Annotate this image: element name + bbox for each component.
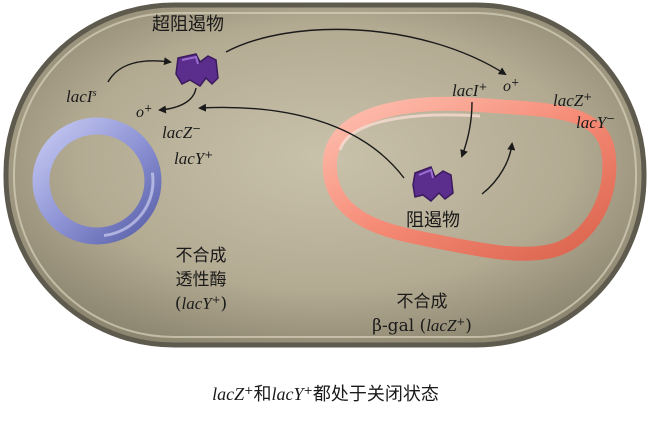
arrow-super-repressor-to-o-left <box>158 87 197 114</box>
bgal-note: 不合成 β-gal (lacZ+) <box>352 290 492 338</box>
caption-gene2-sup: + <box>303 383 313 397</box>
permease-open-paren: ( <box>174 294 182 314</box>
operator-right-sup: + <box>511 77 520 89</box>
permease-note-line2: 透性酶 <box>175 270 227 290</box>
lacZ-minus-sup: − <box>192 123 202 136</box>
operator-left-label: o+ <box>136 104 152 121</box>
permease-note: 不合成 透性酶 (lacY+) <box>146 244 256 316</box>
figure-caption: lacZ+和lacY+都处于关闭状态 <box>0 385 651 404</box>
caption-gene1: lacZ <box>212 384 245 404</box>
permease-gene-sup: + <box>211 294 221 307</box>
arrow-repressor-to-o-left <box>198 103 405 179</box>
super-repressor-label: 超阻遏物 <box>152 14 224 35</box>
lacI-plus-sup: + <box>478 81 488 94</box>
operator-left-sup: + <box>144 103 153 115</box>
lacY-minus-gene: lacY <box>576 113 607 132</box>
bgal-gene: lacZ <box>426 316 457 335</box>
lacY-plus-gene: lacY <box>174 149 205 168</box>
lacIs-label: lacIs <box>66 88 97 106</box>
bgal-note-line2: β-gal (lacZ+) <box>352 314 492 338</box>
repressor-label: 阻遏物 <box>406 210 460 231</box>
bgal-close-paren: ) <box>465 316 472 336</box>
bgal-gene-sup: + <box>456 316 466 329</box>
lacZ-minus-gene: lacZ <box>162 123 193 142</box>
lacZ-plus-sup: + <box>583 91 593 104</box>
lacY-minus-sup: − <box>606 113 616 126</box>
lacIs-gene: lacI <box>66 87 93 106</box>
caption-rest: 都处于关闭状态 <box>312 384 439 405</box>
lacY-plus-label: lacY+ <box>174 150 213 168</box>
lacZ-plus-label: lacZ+ <box>553 92 592 110</box>
arrow-repressor-to-o-right <box>481 142 516 195</box>
lacIs-sup: s <box>92 88 97 100</box>
lacI-plus-label: lacI+ <box>452 82 487 100</box>
arrow-lacIs-to-super-repressor <box>107 57 172 83</box>
repressor-shape <box>412 166 454 202</box>
bgal-prefix: β-gal ( <box>372 316 427 336</box>
bgal-note-line1: 不合成 <box>396 292 448 312</box>
lacZ-minus-label: lacZ− <box>162 124 201 142</box>
permease-note-line1: 不合成 <box>175 246 227 266</box>
operator-left: o <box>136 104 144 121</box>
super-repressor-shape <box>175 53 219 87</box>
permease-gene: lacY <box>181 294 212 313</box>
chromosome-loop-shine <box>338 113 481 151</box>
chromosome-loop <box>322 96 617 261</box>
caption-gene2: lacY <box>271 384 304 404</box>
permease-note-line3: (lacY+) <box>146 292 256 316</box>
lacY-minus-label: lacY− <box>576 114 615 132</box>
permease-close-paren: ) <box>220 294 228 314</box>
operator-right-label: o+ <box>503 78 519 95</box>
plasmid-ring-shine <box>39 124 155 238</box>
lacZ-plus-gene: lacZ <box>553 91 584 110</box>
caption-conj: 和 <box>253 384 272 405</box>
caption-gene1-sup: + <box>244 383 254 397</box>
lacI-plus-gene: lacI <box>452 81 479 100</box>
operator-right: o <box>503 78 511 95</box>
arrow-lacI-to-repressor <box>460 101 473 158</box>
cell-inner-highlight <box>13 12 637 338</box>
arrow-super-repressor-to-o-right <box>225 28 507 76</box>
lacY-plus-sup: + <box>204 149 214 162</box>
